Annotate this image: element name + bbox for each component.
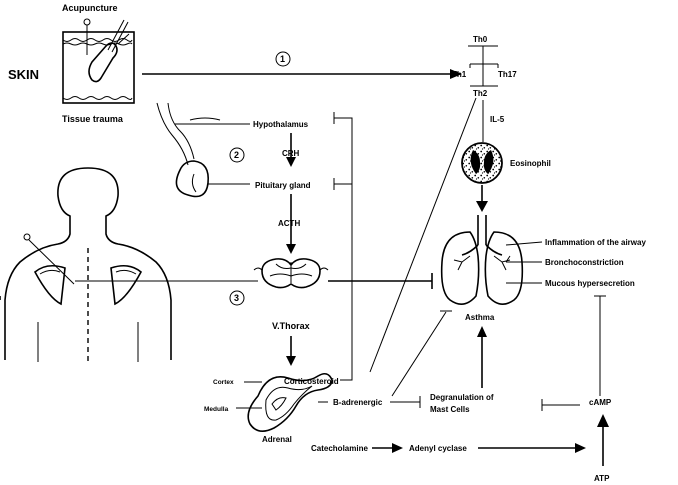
pathway-marker-1-label: 1 [280,54,285,64]
cortex-label: Cortex [213,379,234,386]
th17-label: Th17 [498,70,517,79]
mucous-label: Mucous hypersecretion [545,279,635,288]
left-scapula-icon [33,264,66,306]
hypothalamus-label: Hypothalamus [253,120,309,129]
degranulation-label-line1: Degranulation of [430,393,494,402]
catecholamine-label: Catecholamine [311,444,368,453]
right-scapula-icon [110,264,143,306]
atp-label: ATP [594,474,610,483]
pathway-marker-2-label: 2 [234,150,239,160]
skin-illustration: Acupuncture SKIN Tissue trauma [8,3,135,124]
hair-follicle-icon [88,42,118,83]
th2-label: Th2 [473,89,488,98]
th1-label: Th1 [452,70,467,79]
th-cell-tree: Th0 Th1 Th17 Th2 IL-5 Eosinophil [452,35,551,212]
back-needle-head-icon [23,233,31,241]
pathway-marker-3-label: 3 [234,293,239,303]
hpa-axis: Hypothalamus CRH 2 Pituitary gland ACTH … [156,102,329,366]
acupuncture-label: Acupuncture [62,3,118,13]
adrenal-icon [247,372,333,432]
back-needle-icon [28,239,75,285]
spinal-cord-icon [253,258,329,289]
vthorax-label: V.Thorax [272,321,310,331]
degranulation-label-line2: Mast Cells [430,405,470,414]
il5-label: IL-5 [490,115,505,124]
b-adrenergic-label: B-adrenergic [333,398,383,407]
hypothalamus-stalk-icon [156,102,189,166]
corticosteroid-label: Corticosteroid [284,377,339,386]
bronchoconstriction-label: Bronchoconstriction [545,258,624,267]
pituitary-label: Pituitary gland [255,181,311,190]
pituitary-icon [175,160,210,198]
acth-label: ACTH [278,219,300,228]
tissue-trauma-label: Tissue trauma [62,114,124,124]
medulla-label: Medulla [204,406,229,413]
asthma-label: Asthma [465,313,495,322]
pathway-marker-1 [275,51,291,67]
eosinophil-icon [461,142,503,184]
inflammation-label: Inflammation of the airway [545,238,646,247]
needle-head-icon [83,18,91,26]
skin-label: SKIN [8,67,39,82]
crh-label: CRH [282,149,300,158]
adrenal-label: Adrenal [262,435,292,444]
lungs-icon [440,215,524,305]
pathway-marker-3 [229,290,245,306]
human-back-figure [0,167,172,362]
camp-label: cAMP [589,398,612,407]
th0-label: Th0 [473,35,488,44]
pathway-marker-2 [229,147,245,163]
adenyl-cyclase-label: Adenyl cyclase [409,444,467,453]
eosinophil-label: Eosinophil [510,159,551,168]
